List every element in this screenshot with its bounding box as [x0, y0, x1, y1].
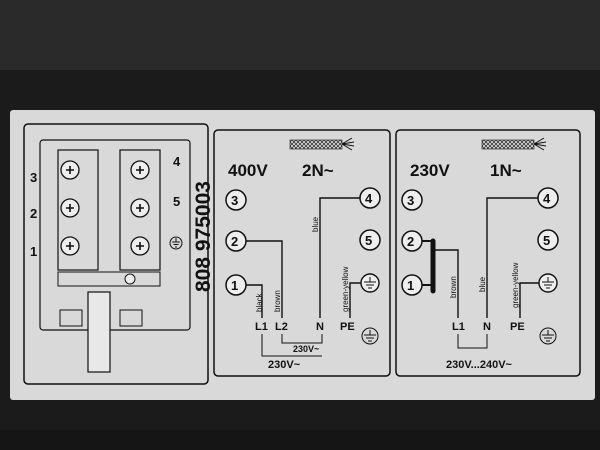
bottom-label-pe: PE [340, 321, 355, 333]
wire-fan-icon [341, 137, 355, 151]
terminal-2: 2 [401, 230, 423, 252]
svg-text:3: 3 [407, 193, 414, 208]
svg-text:3: 3 [231, 193, 238, 208]
svg-text:5: 5 [365, 233, 372, 248]
terminal-column-left [57, 149, 99, 271]
wire-blue [319, 197, 360, 318]
terminal-block-frame [23, 123, 209, 385]
terminal-1: 1 [401, 274, 423, 296]
ground-icon [169, 236, 183, 250]
svg-text:5: 5 [543, 233, 550, 248]
wire-brown [433, 249, 459, 318]
ground-symbol-icon [361, 327, 379, 345]
panel-400v: 400V 2N~ 3 2 1 4 5 black brown blue gree… [213, 129, 391, 377]
terminal-2: 2 [225, 230, 247, 252]
terminal-1: 1 [225, 274, 247, 296]
wire-label-black: black [255, 292, 264, 312]
wire-blue [486, 197, 538, 318]
screw-icon [60, 236, 80, 256]
panel-400v-voltage: 400V [228, 161, 268, 180]
block-label-left-2: 2 [30, 206, 37, 221]
terminal-4: 4 [359, 187, 381, 209]
wire-black [246, 284, 263, 318]
svg-text:4: 4 [543, 191, 551, 206]
bottom-label-pe: PE [510, 321, 525, 333]
device-bottom-edge [0, 430, 600, 450]
voltage-bracket [457, 334, 488, 349]
bottom-label-l2: L2 [275, 321, 288, 333]
terminal-5: 5 [537, 229, 559, 251]
panel-400v-phase: 2N~ [302, 161, 334, 180]
ground-terminal-icon [360, 273, 380, 293]
panel-400v-note: 230V~ [268, 359, 301, 371]
cable-sheath-icon [289, 139, 343, 150]
block-label-left-3: 3 [30, 170, 37, 185]
phase-voltage-bracket [261, 334, 322, 357]
bottom-label-l1: L1 [452, 321, 465, 333]
bottom-label-n: N [316, 321, 324, 333]
terminal-5: 5 [359, 229, 381, 251]
wire-label-green-yellow: green-yellow [511, 262, 520, 308]
wire-label-green-yellow: green-yellow [341, 266, 350, 312]
block-label-right-5: 5 [173, 194, 180, 209]
panel-230v-frame [395, 129, 581, 377]
svg-text:1: 1 [407, 278, 414, 293]
panel-230v-voltage: 230V [410, 161, 450, 180]
ground-symbol-icon [539, 327, 557, 345]
wire-green-yellow [349, 282, 361, 318]
bridge-screw-icon [124, 273, 136, 285]
bottom-label-l1: L1 [255, 321, 268, 333]
screw-icon [130, 198, 150, 218]
clamp-right [119, 309, 143, 327]
sub-voltage-bracket [281, 334, 323, 344]
wire-label-brown: brown [449, 276, 458, 298]
panel-230v-range: 230V...240V~ [446, 359, 513, 371]
svg-text:1: 1 [231, 278, 238, 293]
terminal-block-body [39, 139, 191, 331]
device-top-edge [0, 0, 600, 70]
wire-label-brown: brown [273, 290, 282, 312]
wire-label-blue: blue [311, 216, 320, 232]
wire-fan-icon [533, 137, 547, 151]
panel-400v-frame [213, 129, 391, 377]
svg-text:2: 2 [407, 234, 414, 249]
terminal-block-panel: 3 2 1 4 5 808 975003 [23, 123, 215, 385]
cable-sheath-icon [481, 139, 535, 150]
screw-icon [130, 160, 150, 180]
wire-label-blue: blue [478, 276, 487, 292]
wire-brown [246, 240, 283, 318]
label-sticker [10, 110, 595, 400]
part-number: 808 975003 [192, 181, 215, 292]
terminal-4: 4 [537, 187, 559, 209]
terminal-3: 3 [401, 189, 423, 211]
bottom-label-n: N [483, 321, 491, 333]
jumper-links [422, 240, 433, 286]
block-label-right-4: 4 [173, 154, 181, 169]
clamp-left [59, 309, 83, 327]
svg-text:4: 4 [365, 191, 373, 206]
screw-icon [60, 198, 80, 218]
panel-230v: 230V 1N~ 3 2 1 4 5 brown blue green-yell… [395, 129, 581, 377]
screw-icon [60, 160, 80, 180]
terminal-bridge-bar [57, 271, 161, 287]
terminal-3: 3 [225, 189, 247, 211]
block-label-left-1: 1 [30, 244, 37, 259]
supply-cable [87, 291, 111, 373]
screw-icon [130, 236, 150, 256]
wire-green-yellow [519, 282, 539, 318]
svg-text:2: 2 [231, 234, 238, 249]
ground-terminal-icon [538, 273, 558, 293]
terminal-column-right [119, 149, 161, 271]
panel-230v-phase: 1N~ [490, 161, 522, 180]
sub-voltage-label: 230V~ [293, 344, 319, 354]
